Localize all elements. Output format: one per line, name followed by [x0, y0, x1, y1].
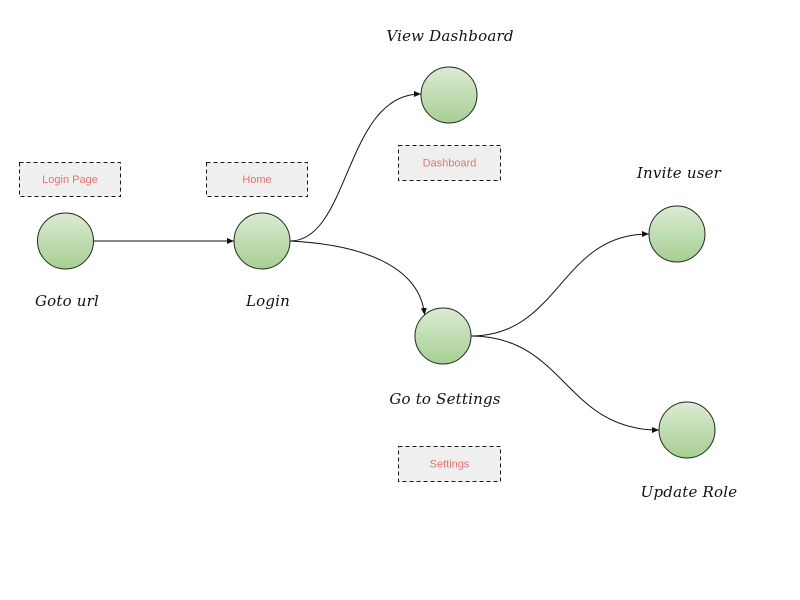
screen-box[interactable] — [398, 446, 501, 482]
node-label-login: Login — [245, 292, 290, 310]
node-label-invite-user: Invite user — [636, 164, 722, 182]
node-labels-layer: Goto url Login View Dashboard Go to Setting… — [35, 27, 737, 501]
node-login[interactable] — [233, 212, 291, 270]
node-label-update-role: Update Role — [641, 483, 738, 501]
screen-annotation-home[interactable]: Home — [206, 162, 308, 197]
node-label-goto-url: Goto url — [35, 292, 99, 310]
screen-box[interactable] — [19, 162, 121, 197]
node-view-dashboard[interactable] — [420, 66, 478, 124]
node-goto-url[interactable] — [37, 212, 94, 270]
screen-box[interactable] — [398, 145, 501, 181]
screen-annotation-dashboard[interactable]: Dashboard — [398, 145, 501, 181]
screen-annotation-settings[interactable]: Settings — [398, 446, 501, 482]
edge-login-to-go-to-settings[interactable] — [289, 240, 427, 315]
screen-label: Home — [242, 174, 271, 186]
node-go-to-settings[interactable] — [414, 307, 472, 365]
edge-login-to-view-dashboard[interactable] — [289, 91, 421, 242]
screen-label: Settings — [430, 459, 470, 471]
edge-go-to-settings-to-update-role[interactable] — [470, 335, 659, 433]
screen-label: Login Page — [42, 174, 98, 186]
node-label-view-dashboard: View Dashboard — [386, 27, 513, 45]
edge-go-to-settings-to-invite-user[interactable] — [470, 231, 649, 337]
nodes-layer — [37, 66, 716, 459]
node-update-role[interactable] — [658, 401, 716, 459]
screen-label: Dashboard — [423, 158, 477, 170]
node-label-go-to-settings: Go to Settings — [389, 390, 500, 408]
node-invite-user[interactable] — [648, 205, 706, 263]
screen-annotation-login-page[interactable]: Login Page — [19, 162, 121, 197]
screen-box[interactable] — [206, 162, 308, 197]
edges-layer — [94, 91, 659, 433]
